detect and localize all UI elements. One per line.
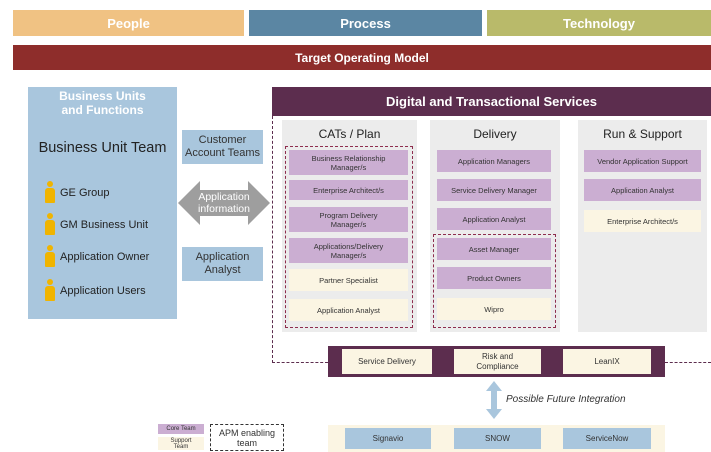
business-unit-team-label: Business Unit Team xyxy=(38,140,167,156)
cats-item-applications-delivery-manager: Applications/Delivery Manager/s xyxy=(289,238,408,263)
app-analyst-line1: Application xyxy=(195,251,250,263)
business-units-title: Business Units and Functions xyxy=(28,89,177,117)
person-icon xyxy=(45,245,55,267)
cats-item-line: Partner Specialist xyxy=(319,275,378,285)
customer-account-line2: Account Teams xyxy=(184,147,260,159)
bu-item-application-users: Application Users xyxy=(60,285,146,297)
person-icon xyxy=(45,279,55,301)
run-item-vendor-application-support: Vendor Application Support xyxy=(584,150,701,172)
header-people: People xyxy=(13,10,244,36)
delivery-title: Delivery xyxy=(473,127,517,141)
cats-item-line: Program Delivery xyxy=(319,210,378,220)
possible-future-integration-label: Possible Future Integration xyxy=(506,394,626,405)
future-item-signavio: Signavio xyxy=(345,428,431,449)
future-item-snow: SNOW xyxy=(454,428,541,449)
cats-dashed-group xyxy=(285,146,413,328)
cats-item-enterprise-architect: Enterprise Architect/s xyxy=(289,180,408,200)
delivery-item-asset-manager: Asset Manager xyxy=(437,238,551,260)
legend-support-team: Support Team xyxy=(158,437,204,450)
cats-plan-title: CATs / Plan xyxy=(318,127,381,141)
customer-account-line1: Customer xyxy=(198,134,247,146)
vertical-double-arrow-icon xyxy=(486,381,502,419)
customer-account-teams-box: Customer Account Teams xyxy=(182,130,263,164)
application-analyst-box: Application Analyst xyxy=(182,247,263,281)
target-operating-model-label: Target Operating Model xyxy=(295,50,429,65)
platform-service-delivery: Service Delivery xyxy=(342,349,432,374)
application-information-label: Application information xyxy=(196,189,252,217)
bu-item-gm-business-unit: GM Business Unit xyxy=(60,219,149,231)
cats-item-line: Manager/s xyxy=(330,250,367,260)
cats-item-line: Enterprise Architect/s xyxy=(313,185,384,195)
header-process: Process xyxy=(249,10,482,36)
app-analyst-line2: Analyst xyxy=(204,264,241,276)
cats-item-line: Business Relationship xyxy=(311,153,386,163)
legend-apm-line1: APM enabling xyxy=(218,427,276,438)
platform-risk-line1: Risk and xyxy=(481,351,514,361)
target-operating-model-bar: Target Operating Model xyxy=(13,45,711,70)
dts-dashed-bottom-line-right xyxy=(665,362,711,363)
business-units-title-line2: and Functions xyxy=(61,103,144,117)
platform-risk-compliance: Risk and Compliance xyxy=(454,349,541,374)
legend-apm-enabling-team: APM enabling team xyxy=(210,424,284,451)
app-info-line1: Application xyxy=(198,191,250,203)
header-technology-label: Technology xyxy=(563,15,635,31)
app-info-line2: information xyxy=(198,203,250,215)
dts-dashed-bottom-line-left xyxy=(272,362,328,363)
delivery-item-wipro: Wipro xyxy=(437,298,551,320)
dts-dashed-left-line xyxy=(272,116,273,363)
cats-item-line: Application Analyst xyxy=(317,305,380,315)
cats-item-business-relationship-manager: Business Relationship Manager/s xyxy=(289,150,408,175)
delivery-dashed-group xyxy=(433,234,556,328)
platform-leanix: LeanIX xyxy=(563,349,651,374)
bu-item-application-owner: Application Owner xyxy=(60,251,150,263)
person-icon xyxy=(45,213,55,235)
cats-item-program-delivery-manager: Program Delivery Manager/s xyxy=(289,207,408,232)
run-support-title: Run & Support xyxy=(603,127,682,141)
cats-item-line: Applications/Delivery xyxy=(313,241,384,251)
header-process-label: Process xyxy=(340,15,391,31)
legend-core-team: Core Team xyxy=(158,424,204,434)
person-icon xyxy=(45,181,55,203)
header-people-label: People xyxy=(107,15,150,31)
delivery-item-service-delivery-manager: Service Delivery Manager xyxy=(437,179,551,201)
cats-item-partner-specialist: Partner Specialist xyxy=(289,269,408,291)
cats-item-line: Manager/s xyxy=(330,162,367,172)
delivery-item-application-managers: Application Managers xyxy=(437,150,551,172)
cats-item-application-analyst: Application Analyst xyxy=(289,299,408,321)
delivery-item-product-owners: Product Owners xyxy=(437,267,551,289)
legend-support-line1: Support xyxy=(170,437,192,444)
cats-item-line: Manager/s xyxy=(330,219,367,229)
bu-item-ge-group: GE Group xyxy=(60,187,110,199)
digital-transactional-services-bar: Digital and Transactional Services xyxy=(272,87,711,116)
business-units-title-line1: Business Units xyxy=(59,89,146,103)
double-arrow-icon xyxy=(178,181,270,225)
run-item-enterprise-architect: Enterprise Architect/s xyxy=(584,210,701,232)
dts-title: Digital and Transactional Services xyxy=(386,94,597,109)
run-item-application-analyst: Application Analyst xyxy=(584,179,701,201)
delivery-item-application-analyst: Application Analyst xyxy=(437,208,551,230)
legend-support-line2: Team xyxy=(173,443,189,450)
header-technology: Technology xyxy=(487,10,711,36)
platform-risk-line2: Compliance xyxy=(476,361,519,371)
future-item-servicenow: ServiceNow xyxy=(563,428,651,449)
legend-apm-line2: team xyxy=(236,437,257,448)
